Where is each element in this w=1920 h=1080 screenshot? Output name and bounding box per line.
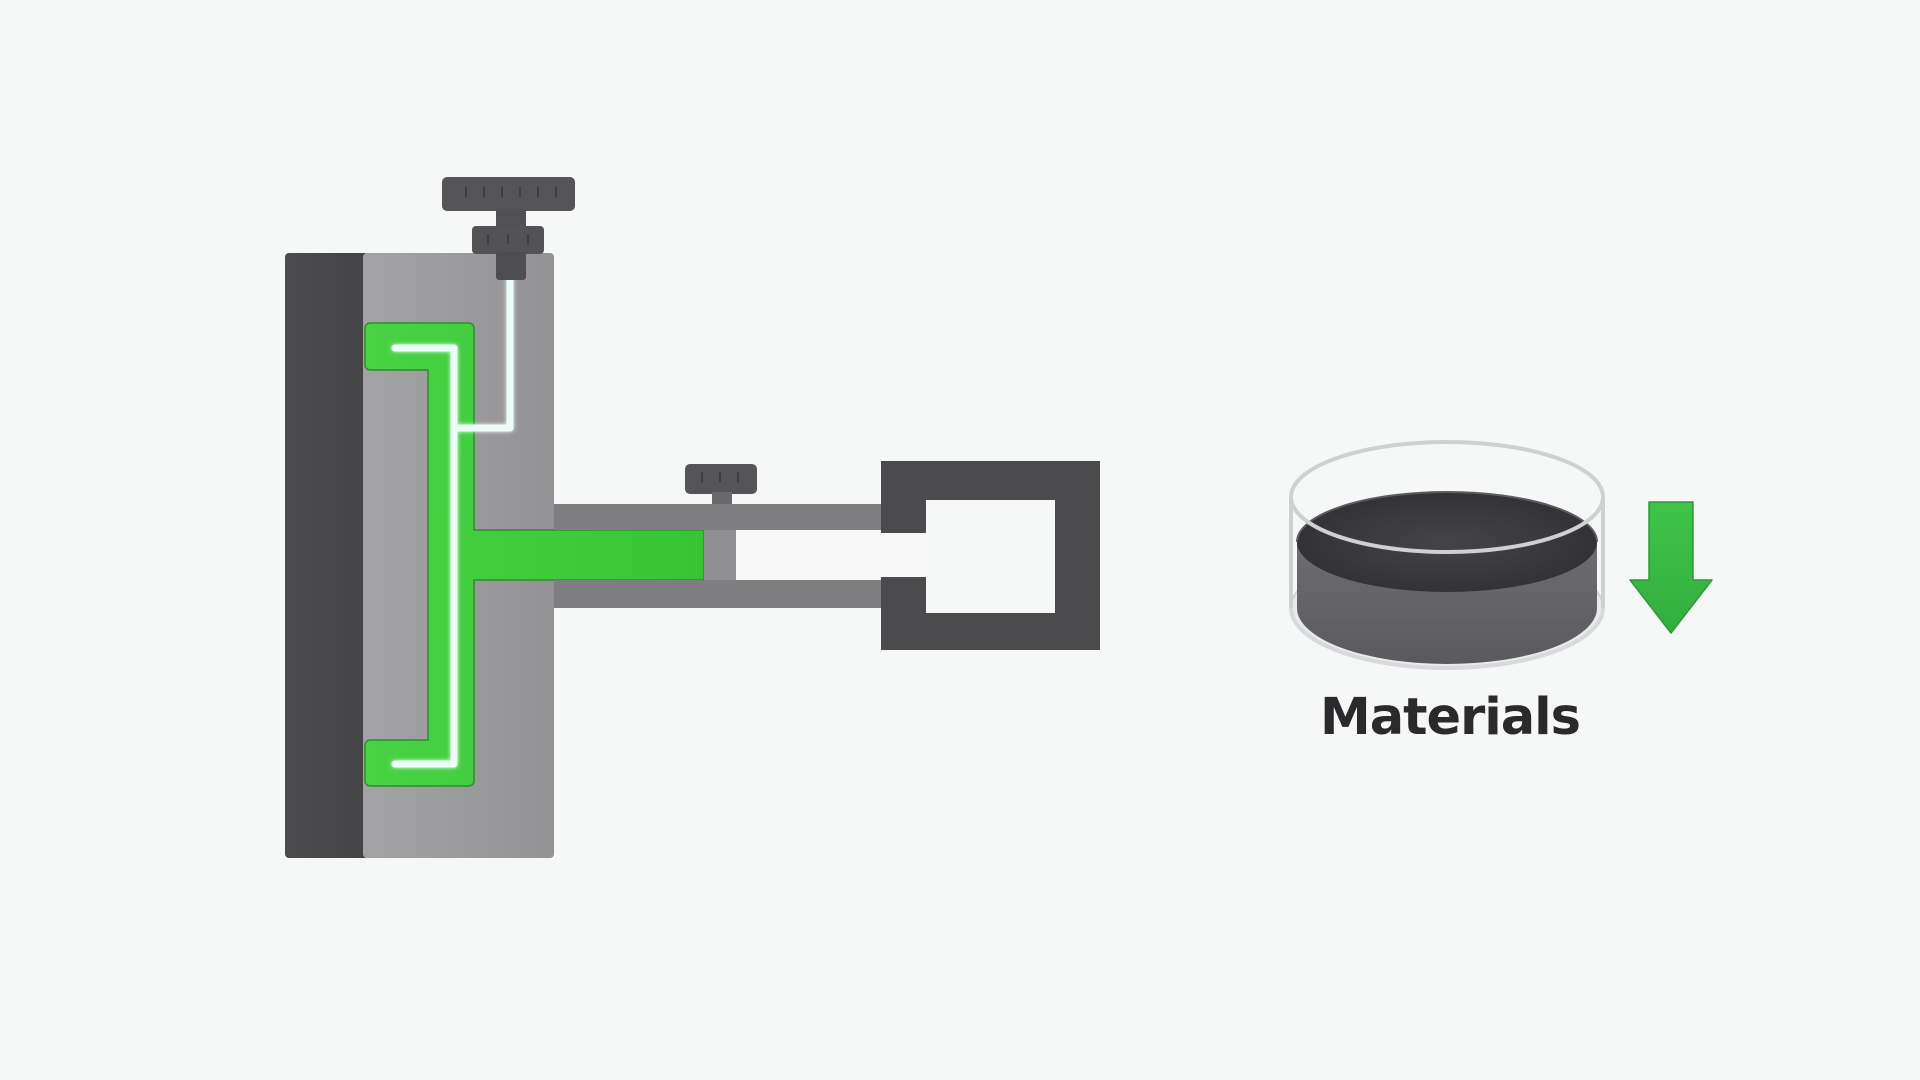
arrow-down-icon — [1629, 501, 1713, 634]
petri-dish-icon — [1289, 440, 1605, 670]
arm-upper-rail — [554, 504, 884, 530]
arm-clamp-knob-icon — [685, 464, 757, 504]
arm-lower-rail — [554, 580, 884, 608]
arm-plunger-cap — [704, 530, 736, 580]
materials-label: Materials — [1319, 688, 1581, 747]
injection-arm — [554, 461, 1100, 650]
top-clamp-knob-icon — [442, 177, 575, 280]
mold-back-plate — [285, 253, 369, 858]
molded-part-cavity — [364, 322, 705, 787]
coolant-line — [391, 274, 514, 768]
mold-assembly — [285, 177, 705, 858]
